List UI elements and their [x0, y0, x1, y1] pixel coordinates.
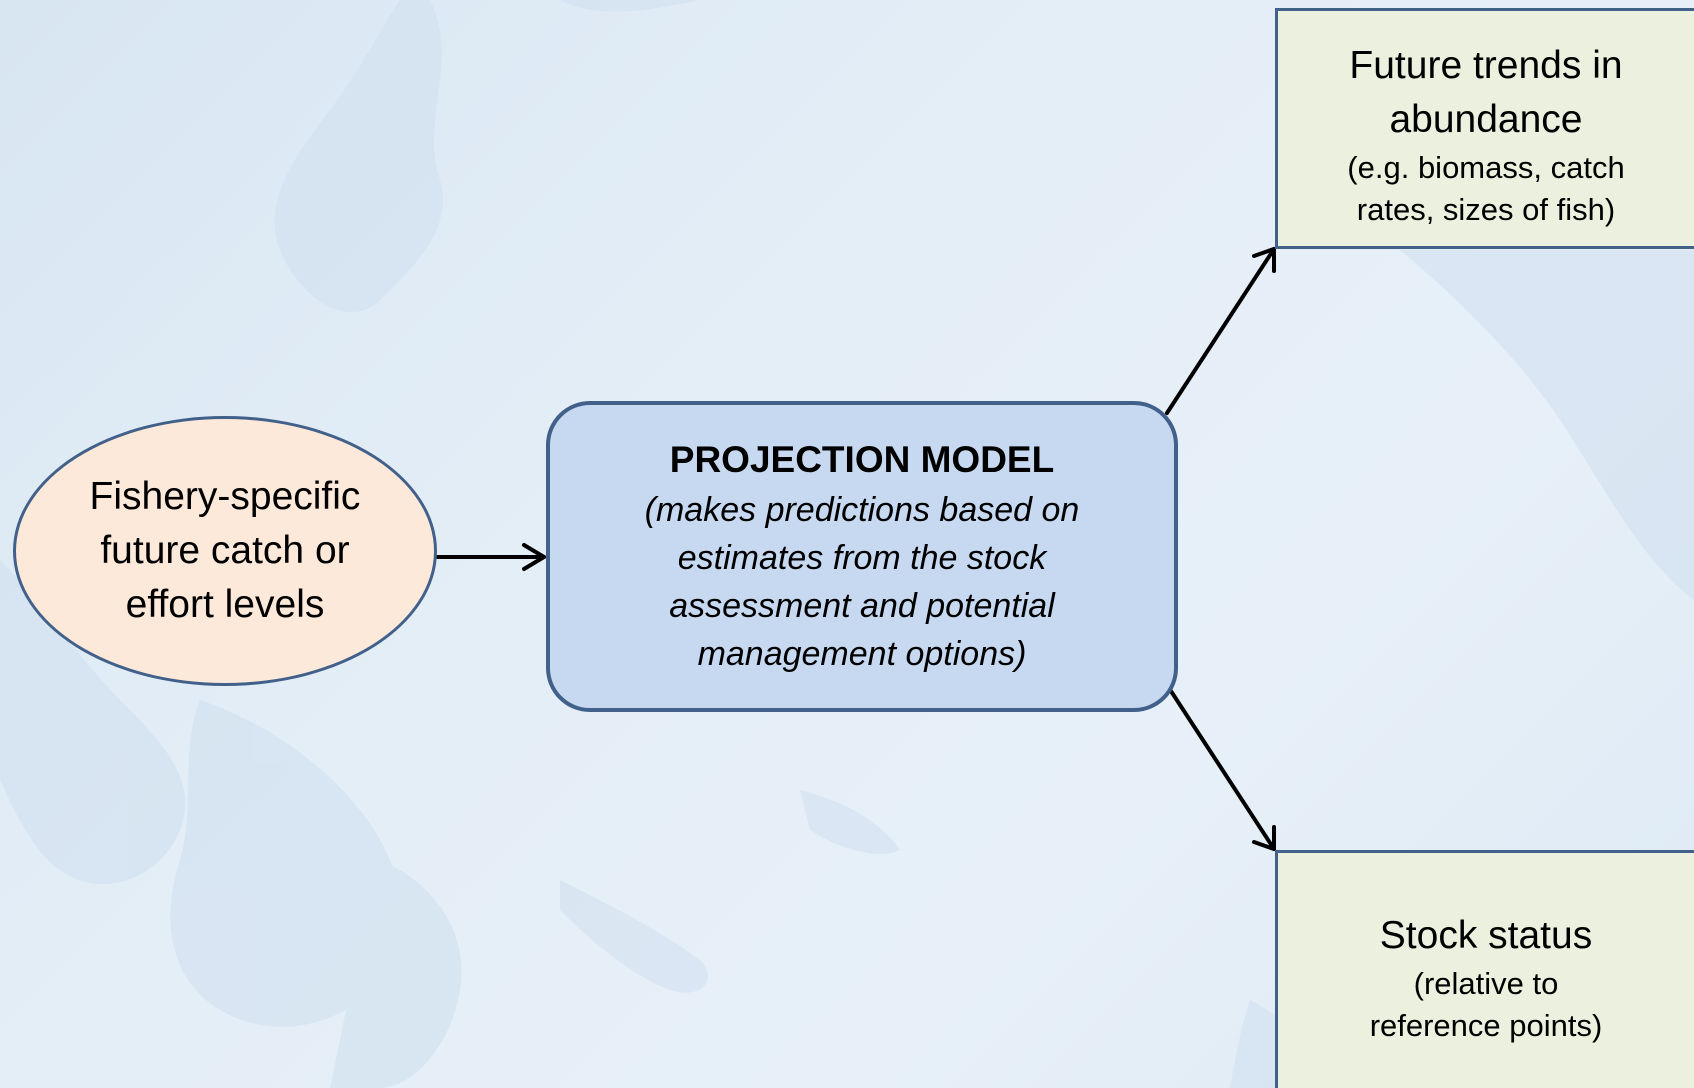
title-line: Future trends in — [1349, 44, 1623, 87]
output-node-stock-status: Stock status (relative to reference poin… — [1275, 850, 1694, 1088]
projection-model-title: PROJECTION MODEL — [669, 438, 1055, 480]
subtitle-line: (e.g. biomass, catch — [1347, 150, 1625, 185]
subtitle-line: (relative to — [1413, 966, 1559, 1001]
output-abundance-subtitle: (e.g. biomass, catch rates, sizes of fis… — [1347, 147, 1624, 231]
input-node-line: effort levels — [125, 583, 325, 626]
description-line: estimates from the stock — [677, 538, 1047, 577]
arrow-model-to-abundance — [1165, 247, 1276, 415]
input-node-catch-effort: Fishery-specific future catch or effort … — [13, 416, 437, 686]
subtitle-line: rates, sizes of fish) — [1356, 192, 1616, 227]
description-line: assessment and potential — [669, 586, 1055, 625]
subtitle-line: reference points) — [1369, 1008, 1603, 1043]
input-node-line: Fishery-specific — [89, 475, 361, 518]
output-stock-status-title: Stock status — [1380, 909, 1592, 963]
description-line: management options) — [697, 634, 1027, 673]
output-node-abundance: Future trends in abundance (e.g. biomass… — [1275, 8, 1694, 249]
output-abundance-title: Future trends in abundance — [1349, 39, 1622, 147]
arrow-model-to-stock-status — [1165, 683, 1276, 851]
projection-model-node: PROJECTION MODEL (makes predictions base… — [546, 401, 1178, 712]
projection-model-description: (makes predictions based on estimates fr… — [645, 486, 1080, 678]
title-line: Stock status — [1379, 914, 1593, 957]
input-node-line: future catch or — [100, 529, 350, 572]
output-stock-status-subtitle: (relative to reference points) — [1370, 963, 1603, 1047]
title-line: abundance — [1389, 98, 1583, 141]
description-line: (makes predictions based on — [644, 490, 1080, 529]
arrow-input-to-model — [435, 543, 546, 571]
